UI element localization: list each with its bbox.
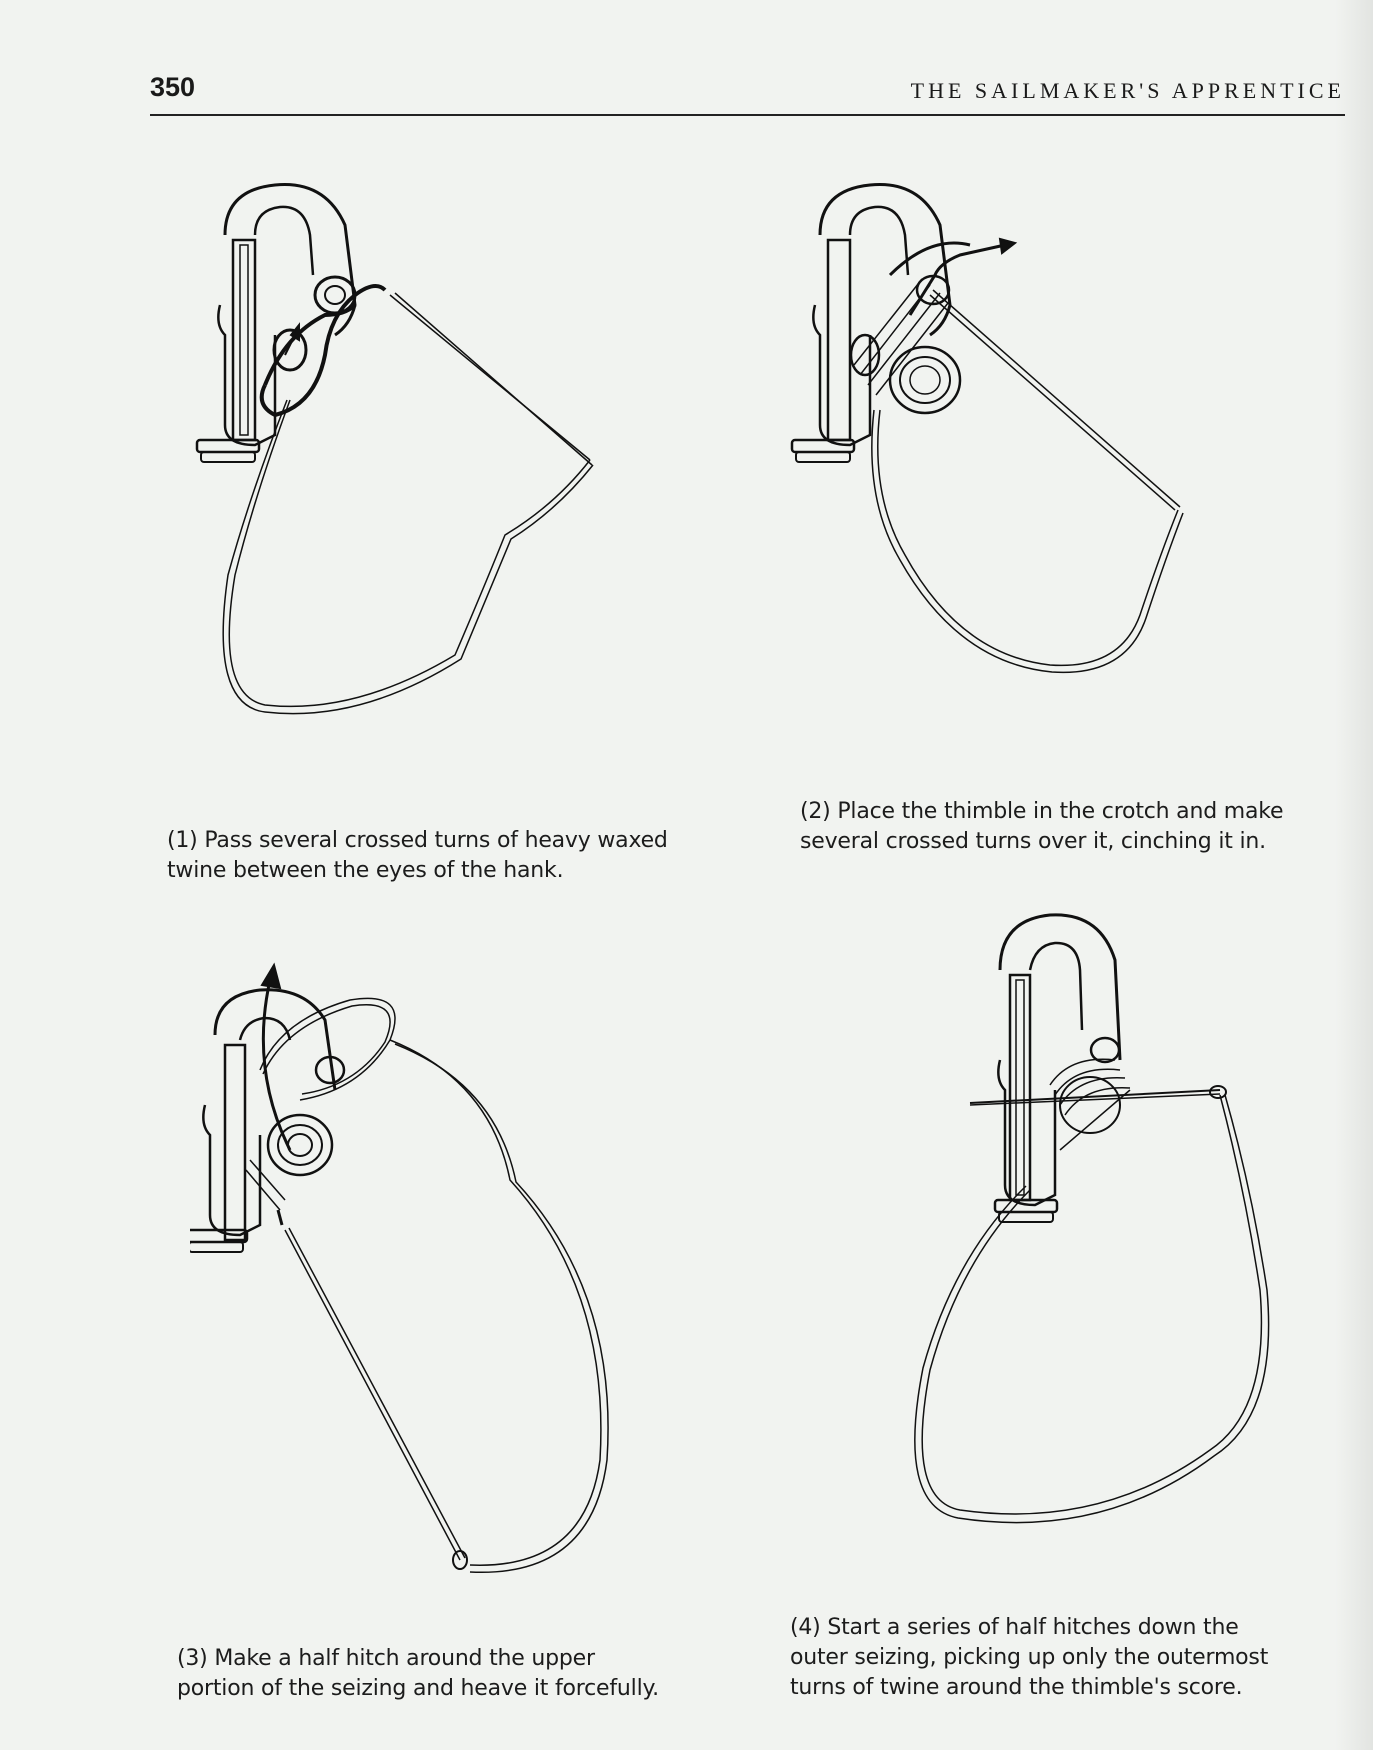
running-head: THE SAILMAKER'S APPRENTICE	[910, 78, 1345, 103]
figure-4-illustration	[850, 890, 1350, 1580]
figure-4-caption: (4) Start a series of half hitches down …	[790, 1613, 1310, 1703]
caption-line: several crossed turns over it, cinching …	[800, 829, 1266, 854]
caption-line: outer seizing, picking up only the outer…	[790, 1645, 1269, 1670]
caption-line: twine between the eyes of the hank.	[167, 858, 564, 883]
page-header: 350 THE SAILMAKER'S APPRENTICE	[150, 72, 1345, 122]
page-edge-shadow	[1335, 0, 1373, 1750]
caption-line: (2) Place the thimble in the crotch and …	[800, 799, 1284, 824]
caption-line: (4) Start a series of half hitches down …	[790, 1615, 1239, 1640]
caption-line: (1) Pass several crossed turns of heavy …	[167, 828, 668, 853]
page-number: 350	[150, 72, 196, 102]
figure-1-illustration	[195, 175, 695, 795]
caption-line: turns of twine around the thimble's scor…	[790, 1675, 1243, 1700]
figure-2-caption: (2) Place the thimble in the crotch and …	[800, 797, 1320, 857]
header-rule	[150, 114, 1345, 116]
figure-3-caption: (3) Make a half hitch around the upper p…	[177, 1644, 697, 1704]
figure-1-caption: (1) Pass several crossed turns of heavy …	[167, 826, 707, 886]
caption-line: (3) Make a half hitch around the upper	[177, 1646, 595, 1671]
figure-3-illustration	[190, 960, 690, 1590]
figure-2-illustration	[790, 175, 1290, 765]
caption-line: portion of the seizing and heave it forc…	[177, 1676, 659, 1701]
